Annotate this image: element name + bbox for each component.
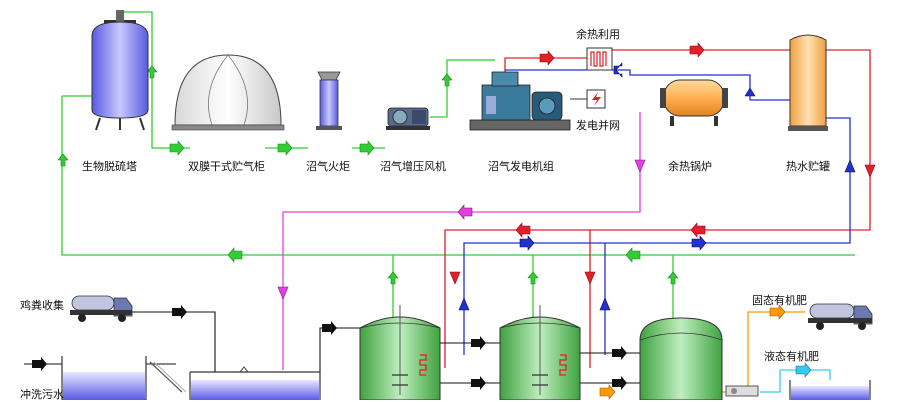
heating-arrows xyxy=(277,159,646,300)
separator xyxy=(725,385,759,397)
label-manure-collection: 鸡粪收集 xyxy=(20,299,64,312)
hot-water-pipeline xyxy=(444,49,871,368)
label-gas-holder: 双膜干式贮气柜 xyxy=(188,160,265,173)
homogenizing-tank xyxy=(189,366,321,400)
tanker-truck-icon xyxy=(70,295,133,322)
boiler-icon xyxy=(660,79,728,126)
generator-icon xyxy=(469,71,571,131)
tank-icon xyxy=(788,34,828,131)
lightning-icon xyxy=(570,89,606,109)
liquid-fertilizer-tank xyxy=(789,380,871,400)
digester-icon xyxy=(639,317,723,400)
slurry-arrows xyxy=(32,305,627,390)
digester-icon xyxy=(359,305,441,400)
fan-icon xyxy=(386,107,430,130)
fertilizer-arrows xyxy=(599,304,812,400)
heating-pipeline xyxy=(282,112,641,370)
heat-exchanger-icon xyxy=(586,47,613,71)
gas-holder-icon xyxy=(171,54,285,131)
label-desulfurization-tower: 生物脱硫塔 xyxy=(82,160,137,173)
label-solid-fertilizer: 固态有机肥 xyxy=(752,294,807,307)
digester-icon xyxy=(499,305,581,400)
return-water-arrows xyxy=(458,62,856,311)
label-waste-heat-use: 余热利用 xyxy=(576,28,620,41)
label-flare: 沼气火炬 xyxy=(306,160,350,173)
gas-flow-arrows xyxy=(57,65,679,285)
label-grid-connection: 发电并网 xyxy=(576,119,620,132)
label-hot-water-tank: 热水贮罐 xyxy=(786,160,830,173)
label-waste-heat-boiler: 余热锅炉 xyxy=(668,160,712,173)
label-liquid-fertilizer: 液态有机肥 xyxy=(764,350,819,363)
flare-icon xyxy=(316,71,342,130)
collection-pool xyxy=(61,356,187,400)
label-booster-fan: 沼气增压风机 xyxy=(380,160,446,173)
tower-icon xyxy=(91,10,149,131)
label-flush-wastewater: 冲洗污水 xyxy=(20,388,64,401)
tanker-truck-icon xyxy=(808,303,873,330)
hot-water-arrows xyxy=(449,42,876,285)
label-generator-set: 沼气发电机组 xyxy=(488,160,554,173)
gas-pipeline xyxy=(61,11,855,325)
